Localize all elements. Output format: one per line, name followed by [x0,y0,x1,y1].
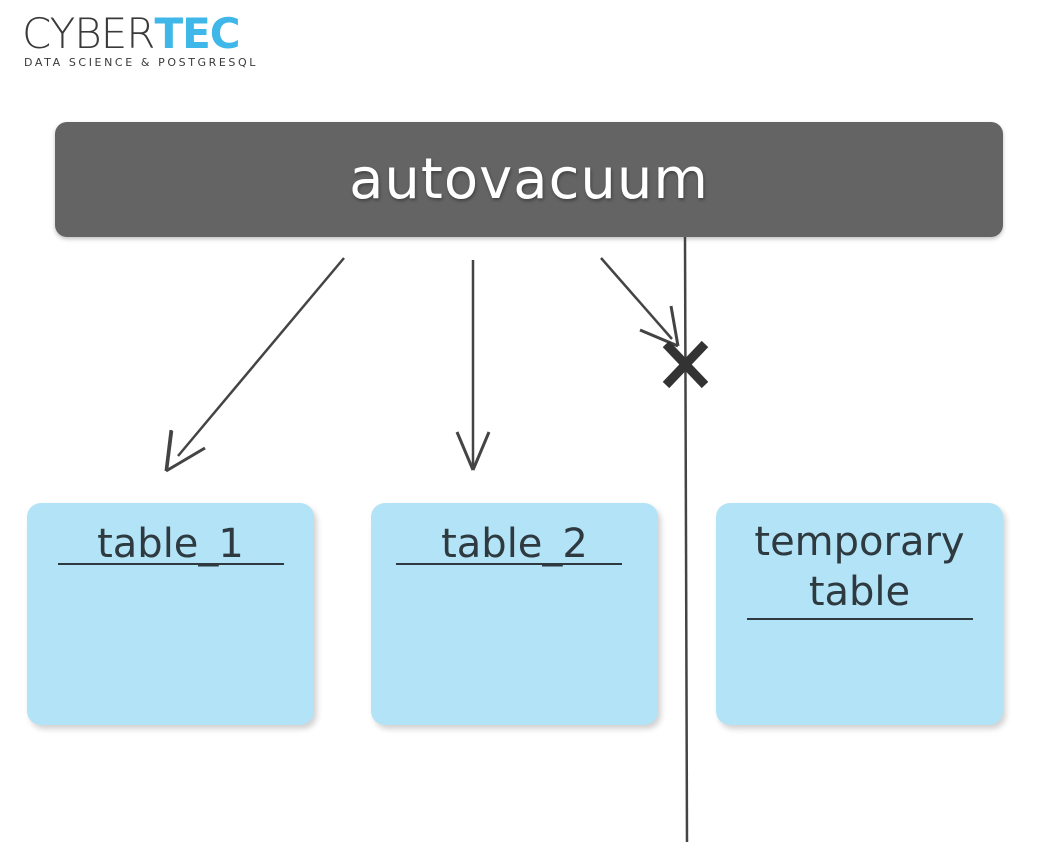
table-1-underline [58,563,284,565]
table-2-underline [396,563,622,565]
x-mark-icon [662,340,709,389]
arrow-to-table-2 [455,260,491,471]
autovacuum-banner: autovacuum [55,122,1003,237]
temporary-table-label-line2: table [808,569,911,615]
logo-tec-text: TEC [154,9,240,58]
barrier-line [683,236,689,842]
table-2-box: table_2 [371,503,658,725]
table-2-label: table_2 [441,521,588,567]
temporary-table-underline [747,618,973,620]
arrow-to-temporary-table [600,257,680,348]
logo-wordmark: CYBERTEC [22,12,258,56]
temporary-table-label-line1: temporary [754,519,965,565]
logo-cyber-text: CYBER [22,9,155,58]
table-1-label: table_1 [97,521,244,567]
logo-tagline: DATA SCIENCE & POSTGRESQL [24,56,259,69]
arrow-to-table-1 [164,257,345,473]
table-1-box: table_1 [27,503,314,725]
temporary-table-box: temporary table [716,503,1003,725]
autovacuum-label: autovacuum [349,147,709,212]
cybertec-logo: CYBERTEC DATA SCIENCE & POSTGRESQL [22,12,259,70]
